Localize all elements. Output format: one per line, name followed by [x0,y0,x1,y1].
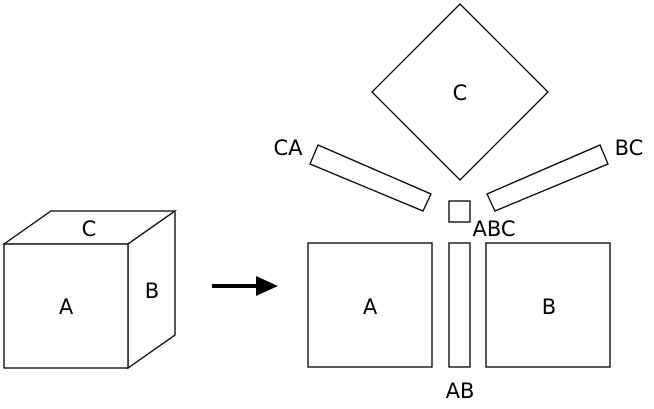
slab-ca-label: CA [273,136,303,160]
diamond-c-label: C [453,81,468,105]
cube-face-a-label: A [59,295,74,319]
slab-ab [448,242,471,368]
cube-face-a [3,243,129,369]
square-b [485,242,611,368]
cube-face-c-label: C [82,217,97,241]
square-a-label: A [363,295,378,319]
decomposition: C CA BC ABC A AB B [273,3,644,403]
square-a [307,242,433,368]
slab-ab-label: AB [446,379,475,403]
arrow-right-icon [212,276,278,296]
square-b-label: B [542,295,556,319]
diamond-c [371,3,549,181]
cube: C B A [1,209,178,370]
slab-bc-label: BC [615,136,644,160]
cube-face-b-label: B [145,279,159,303]
slab-ca [309,144,432,212]
small-square-abc-label: ABC [472,217,515,241]
small-square-abc [448,200,471,223]
slab-bc [486,144,609,212]
